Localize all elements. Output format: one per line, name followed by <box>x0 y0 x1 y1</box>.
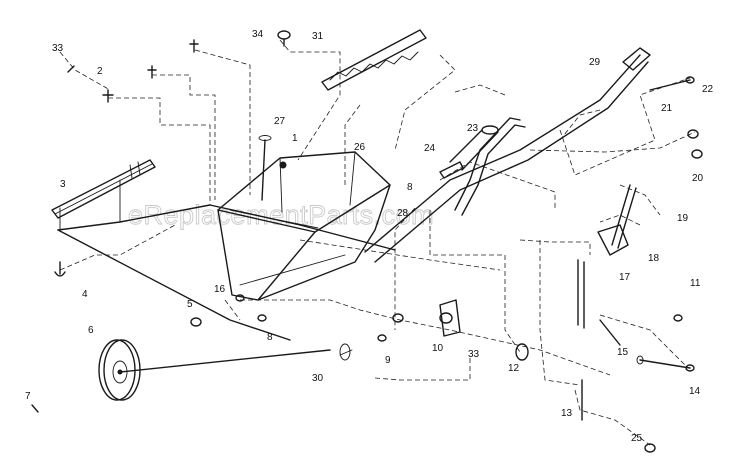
callout-24: 24 <box>424 143 436 154</box>
callout-13: 13 <box>561 408 573 419</box>
callout-29: 29 <box>589 57 601 68</box>
callout-30: 30 <box>312 373 324 384</box>
callout-5: 5 <box>187 299 193 310</box>
callout-3: 3 <box>60 179 66 190</box>
callout-14: 14 <box>689 386 701 397</box>
rod-part-27 <box>258 135 272 201</box>
axle <box>119 343 353 373</box>
callout-18: 18 <box>648 253 660 264</box>
callout-23: 23 <box>467 123 479 134</box>
callout-16: 16 <box>214 284 226 295</box>
callout-34: 34 <box>252 29 264 40</box>
callout-27: 27 <box>274 116 286 127</box>
callout-19: 19 <box>677 213 689 224</box>
callout-33-lower: 33 <box>468 349 480 360</box>
callout-15: 15 <box>617 347 629 358</box>
callout-10: 10 <box>432 343 444 354</box>
callout-8-upper: 8 <box>407 182 413 193</box>
callout-21: 21 <box>661 103 673 114</box>
callout-8-lower: 8 <box>267 332 273 343</box>
bolt-part-22 <box>649 79 691 91</box>
spreader-frame <box>57 179 396 341</box>
grip-part-24 <box>439 161 464 179</box>
screw-part-34 <box>277 30 291 47</box>
callout-7: 7 <box>25 391 31 402</box>
callout-28: 28 <box>397 208 409 219</box>
callout-2: 2 <box>97 66 103 77</box>
knob-part-1 <box>279 161 287 169</box>
callout-4: 4 <box>82 289 88 300</box>
small-hardware <box>31 39 199 413</box>
callout-25: 25 <box>631 433 643 444</box>
callout-9: 9 <box>385 355 391 366</box>
washers <box>190 76 703 453</box>
callout-17: 17 <box>619 272 631 283</box>
callout-31: 31 <box>312 31 324 42</box>
callout-33: 33 <box>52 43 64 54</box>
callout-1: 1 <box>292 133 298 144</box>
agitator-part-31 <box>321 29 427 91</box>
bolt-part-14 <box>636 355 691 369</box>
callout-20: 20 <box>692 173 704 184</box>
callout-11: 11 <box>690 278 701 289</box>
bracket-part-18-19 <box>597 184 637 256</box>
angle-bar-part-3 <box>51 159 156 219</box>
callout-22: 22 <box>702 84 714 95</box>
callout-26: 26 <box>354 142 366 153</box>
handle-part-29 <box>364 47 651 263</box>
callout-6: 6 <box>88 325 94 336</box>
callout-12: 12 <box>508 363 520 374</box>
rods-part-13-15 <box>577 259 621 421</box>
bracket-part-10 <box>439 299 461 337</box>
callout-labels: 34 31 33 2 27 1 26 29 22 21 23 24 3 8 28… <box>25 29 714 444</box>
